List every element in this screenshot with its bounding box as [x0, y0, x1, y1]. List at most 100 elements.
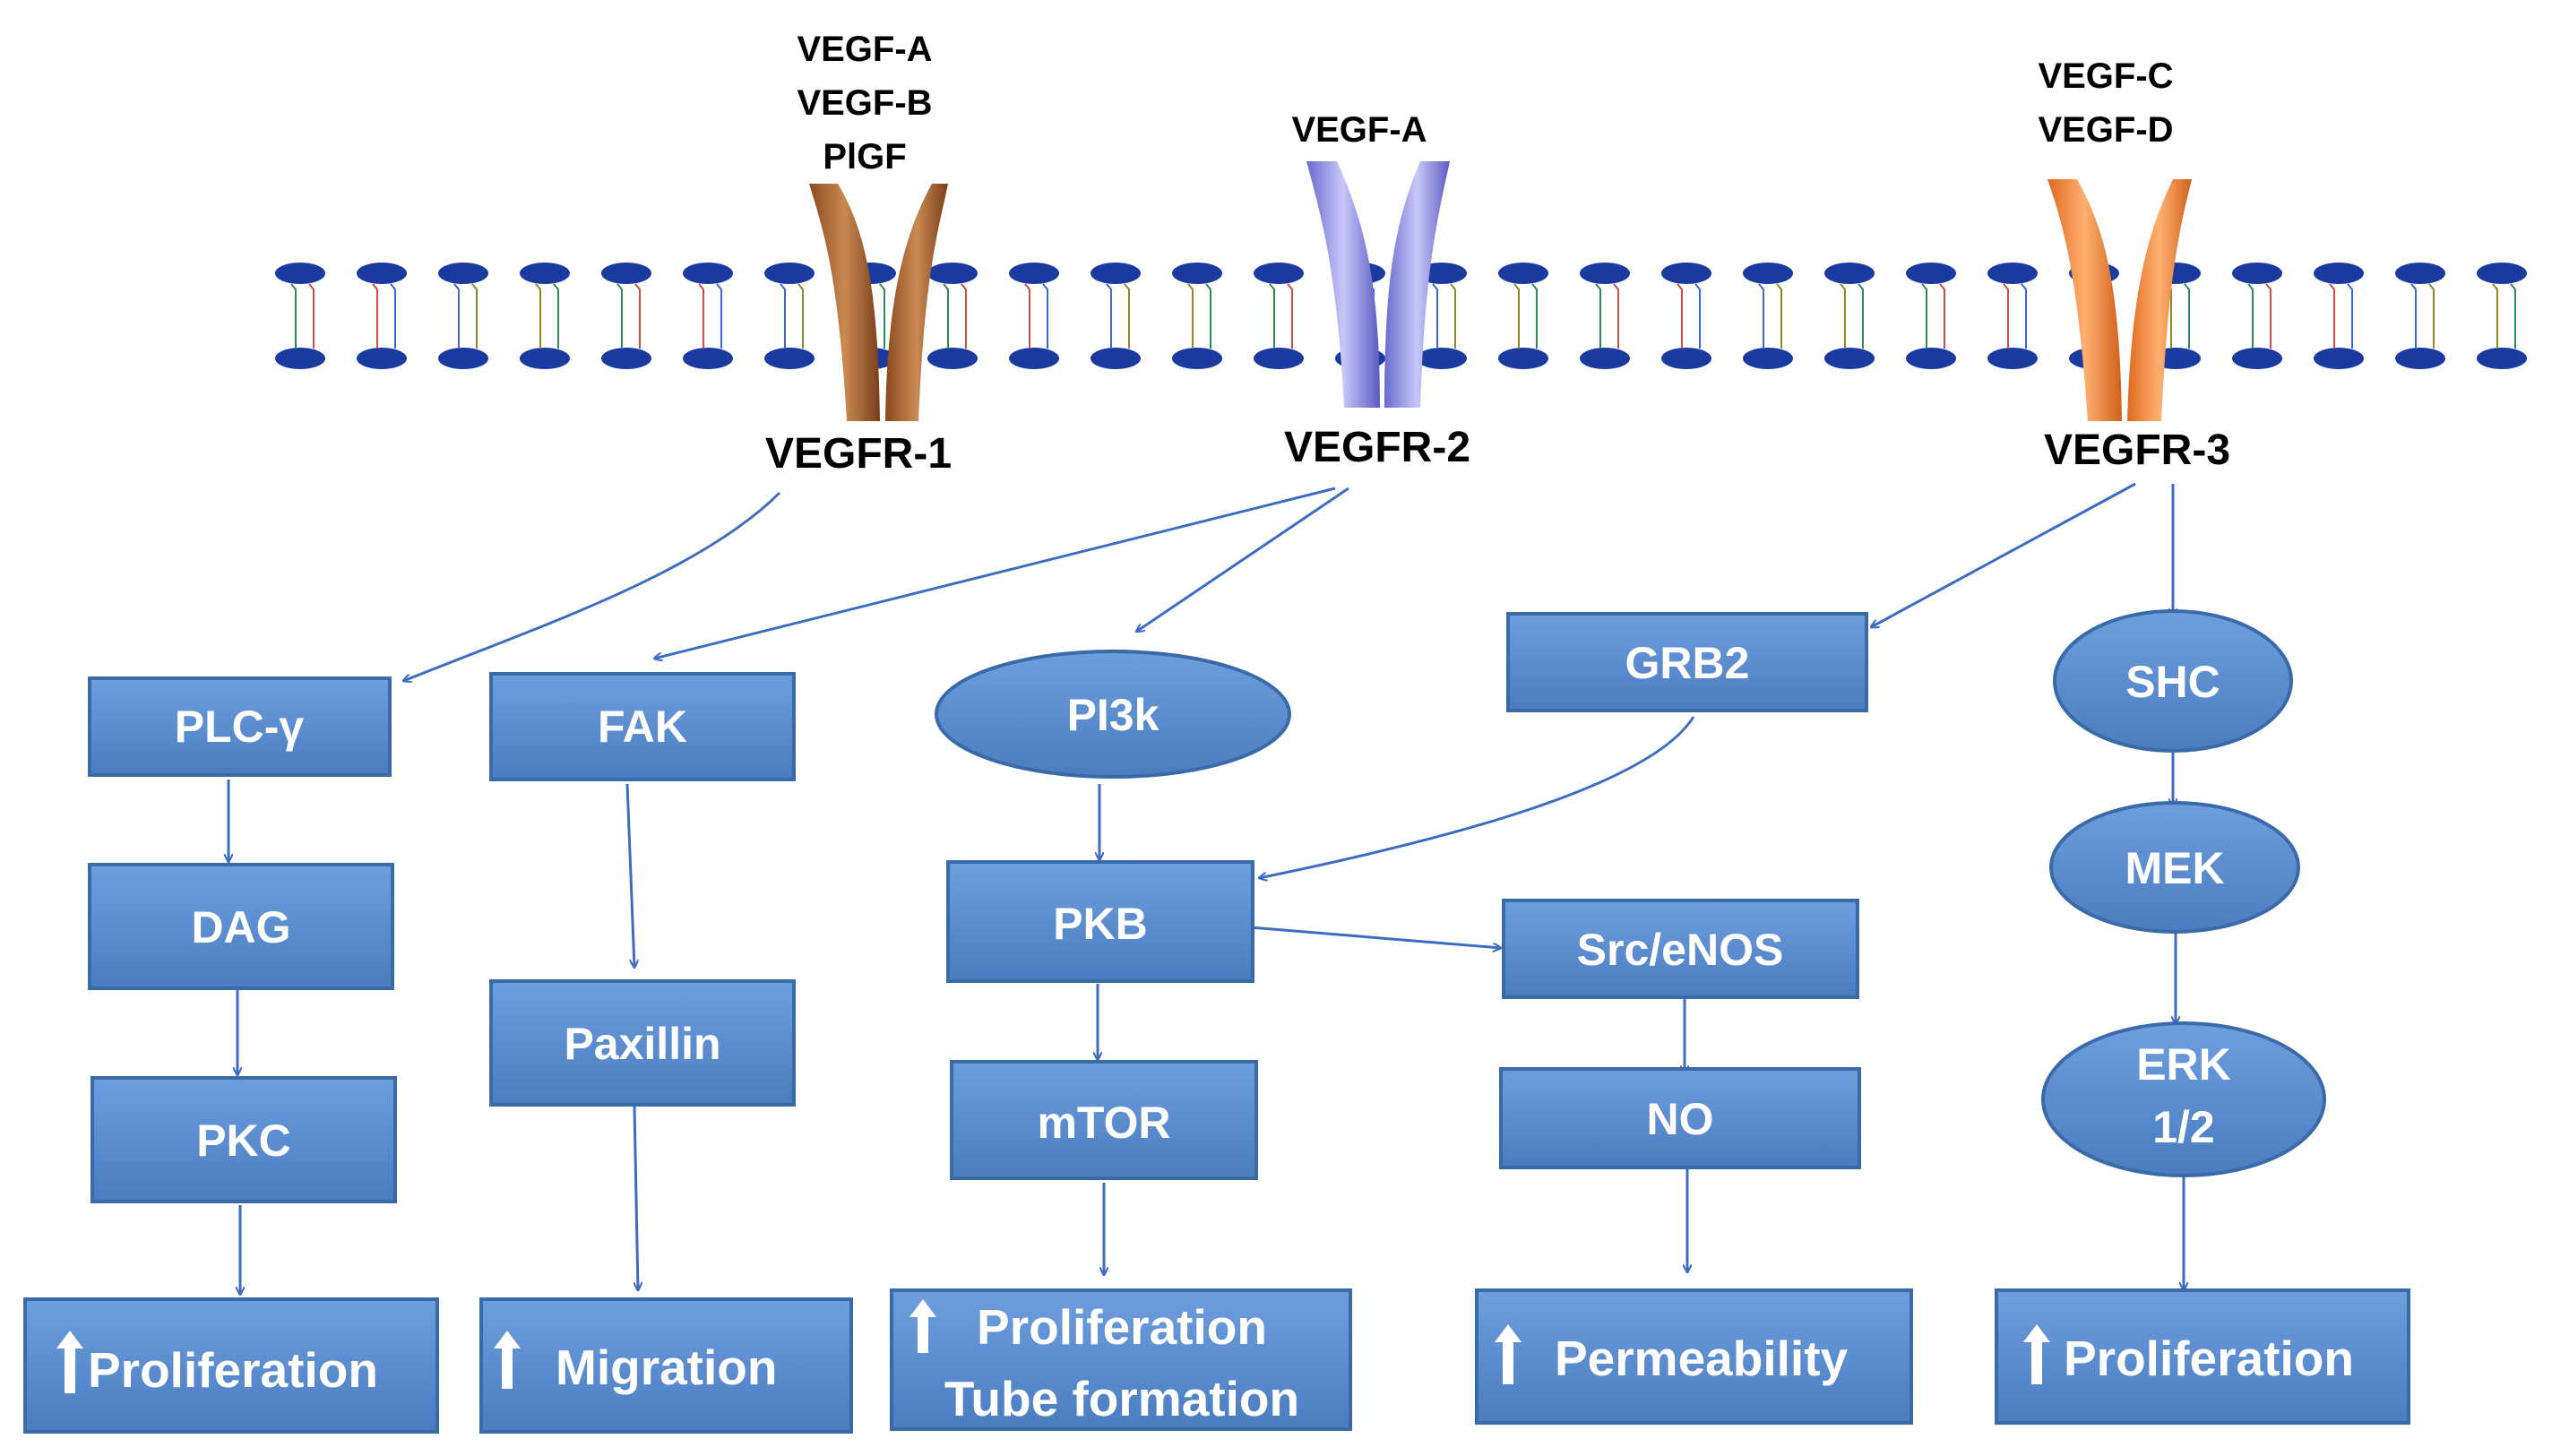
outcome-migration: Migration [479, 1297, 853, 1434]
lipid-tail [943, 283, 949, 349]
vegfr-1-label: VEGFR-1 [765, 430, 952, 478]
vegfr-2-ligand-1: VEGF-A [1291, 110, 1427, 150]
lipid-head [1254, 348, 1304, 369]
lipid-head [1580, 348, 1630, 369]
lipid-tail [2428, 283, 2435, 349]
lipid-tail [634, 283, 641, 349]
lipid-head [1417, 348, 1467, 369]
lipid-tail [1106, 283, 1112, 349]
lipid-tail [2021, 283, 2027, 349]
lipid-tail [390, 283, 396, 349]
node-src-enos-label: Src/eNOS [1577, 925, 1784, 975]
node-no-label: NO [1647, 1094, 1714, 1144]
node-mtor: mTOR [950, 1060, 1258, 1180]
lipid-tail [1921, 283, 1927, 349]
lipid-tail [797, 283, 804, 349]
lipid-head [2477, 348, 2527, 369]
lipid-tail [1531, 283, 1538, 349]
lipid-head [1172, 263, 1222, 284]
vegfr-3-ligand-2: VEGF-D [2038, 110, 2173, 150]
lipid-tail [1776, 283, 1782, 349]
lipid-head [1091, 263, 1141, 284]
lipid-head [1009, 348, 1059, 369]
lipid-head [1254, 263, 1304, 284]
lipid-tail [879, 283, 885, 349]
vegfr-1-ligand-1: VEGF-A [797, 30, 932, 69]
lipid-head [520, 263, 570, 284]
lipid-tail [780, 283, 786, 349]
lipid-tail [2166, 283, 2172, 349]
outcome-proliferation-1: Proliferation [23, 1297, 439, 1434]
lipid-head [1172, 348, 1222, 369]
lipid-head [438, 263, 488, 284]
node-pkc: PKC [91, 1076, 397, 1203]
node-grb2-label: GRB2 [1625, 638, 1750, 688]
lipid-head [357, 263, 407, 284]
lipid-head [357, 348, 407, 369]
lipid-head [1661, 263, 1711, 284]
vegfr-3-ligand-1: VEGF-C [2038, 56, 2173, 96]
outcome-proliferation-1-label: Proliferation [88, 1342, 378, 1398]
vegfr-2-receptor [1306, 161, 1450, 408]
lipid-tail [2510, 283, 2516, 349]
node-no: NO [1499, 1067, 1861, 1169]
lipid-tail [2003, 283, 2009, 349]
lipid-tail [1758, 283, 1764, 349]
lipid-tail [290, 283, 297, 349]
node-erk-label-line2: 1/2 [2152, 1102, 2215, 1152]
lipid-tail [453, 283, 460, 349]
lipid-head [1906, 263, 1956, 284]
lipid-tail [698, 283, 704, 349]
node-pkc-label: PKC [196, 1116, 291, 1166]
lipid-tail [716, 283, 722, 349]
lipid-head [927, 263, 978, 284]
lipid-tail [961, 283, 967, 349]
lipid-head [1987, 348, 2038, 369]
node-mek: MEK [2049, 801, 2300, 934]
lipid-tail [2184, 283, 2190, 349]
node-mtor-label: mTOR [1037, 1098, 1170, 1148]
node-grb2: GRB2 [1506, 612, 1868, 712]
lipid-tail [308, 283, 315, 349]
lipid-head [1498, 348, 1548, 369]
lipid-tail [616, 283, 623, 349]
lipid-head [1906, 348, 1956, 369]
lipid-tail [1042, 283, 1048, 349]
lipid-tail [1858, 283, 1864, 349]
outcome-migration-label: Migration [556, 1340, 777, 1395]
up-arrow-icon [2023, 1324, 2050, 1384]
vegfr-2-label: VEGFR-2 [1284, 424, 1470, 471]
node-pi3k: PI3k [935, 650, 1291, 779]
lipid-head [2477, 263, 2527, 284]
lipid-tail [553, 283, 559, 349]
lipid-head [1824, 348, 1875, 369]
lipid-head [1743, 348, 1793, 369]
lipid-tail [1595, 283, 1601, 349]
lipid-head [683, 348, 733, 369]
outcome-proliferation-tube-line2: Tube formation [944, 1371, 1299, 1426]
lipid-head [1824, 263, 1875, 284]
lipid-tail [1205, 283, 1211, 349]
lipid-tail [2410, 283, 2417, 349]
lipid-tail [471, 283, 478, 349]
lipid-head [764, 348, 815, 369]
lipid-head [1498, 263, 1548, 284]
lipid-head [2395, 348, 2445, 369]
lipid-head [275, 263, 325, 284]
lipid-tail [2492, 283, 2498, 349]
node-shc: SHC [2053, 609, 2293, 753]
lipid-tail [2265, 283, 2272, 349]
lipid-tail [1840, 283, 1846, 349]
lipid-head [2314, 348, 2364, 369]
lipid-tail [2329, 283, 2335, 349]
lipid-tail [2347, 283, 2353, 349]
node-dag-label: DAG [191, 902, 290, 952]
node-mek-label: MEK [2125, 843, 2224, 893]
node-paxillin: Paxillin [489, 979, 796, 1107]
lipid-head [520, 348, 570, 369]
lipid-head [1009, 263, 1059, 284]
lipid-tail [1613, 283, 1619, 349]
lipid-tail [1287, 283, 1293, 349]
lipid-head [1661, 348, 1711, 369]
